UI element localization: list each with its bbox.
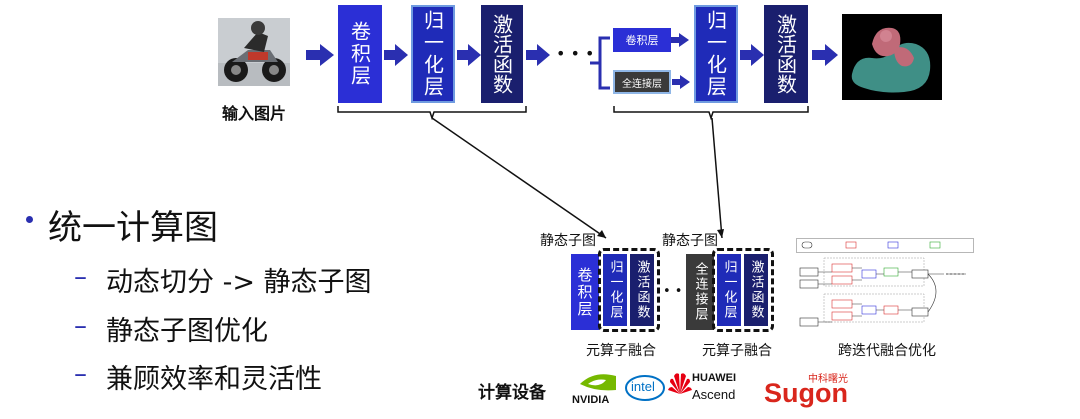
intel-swoosh-icon: [625, 375, 665, 401]
fusion-act-label: 激活函数: [634, 260, 650, 320]
activation-label: 激活函数: [773, 14, 798, 94]
fusion-conv-label: 卷积层: [575, 266, 594, 318]
iteration-flowchart: [796, 238, 974, 336]
fusion-norm-label: 归一化层: [721, 260, 737, 320]
bullet-dot: [26, 216, 33, 223]
conv-layer-label: 卷积层: [347, 21, 372, 87]
arrow-icon: [740, 44, 764, 70]
branch-conv-block: 卷积层: [613, 28, 671, 52]
output-segmentation-image: [842, 14, 942, 100]
activation-block-2: 激活函数: [764, 5, 808, 103]
bullet-item-1: 动态切分 -> 静态子图: [106, 267, 372, 298]
branch-conv-label: 卷积层: [625, 34, 659, 47]
input-image: [218, 18, 290, 86]
norm-layer-label: 归一化层: [420, 10, 445, 98]
branch-fc-block: 全连接层: [613, 70, 671, 94]
sugon-cn-text: 中科曙光: [808, 374, 848, 385]
nvidia-eye-icon: [580, 374, 616, 391]
intel-logo: intel: [624, 372, 666, 404]
branch-bracket: [590, 36, 612, 94]
fusion-fc-label: 全连接层: [692, 262, 708, 322]
fusion-act-block: 激活函数: [630, 254, 654, 326]
sugon-text: Sugon: [764, 378, 848, 408]
huawei-petal-icon: [668, 373, 692, 394]
op-fusion-label-2: 元算子融合: [702, 343, 772, 359]
bullet-item-2: 静态子图优化: [106, 316, 268, 347]
branch-fc-label: 全连接层: [622, 78, 662, 90]
norm-layer-label: 归一化层: [703, 10, 728, 98]
arrow-icon: [671, 32, 689, 51]
nvidia-text: NVIDIA: [572, 394, 610, 406]
segmentation-mask-icon: [851, 27, 931, 93]
conv-layer-block: 卷积层: [338, 5, 382, 103]
fusion-norm-block-2: 归一化层: [717, 254, 741, 326]
arrow-icon: [812, 44, 838, 70]
fusion-group-dashed-1: [598, 248, 660, 332]
norm-layer-block-2: 归一化层: [694, 5, 738, 103]
arrow-icon: [384, 44, 408, 70]
input-image-label: 输入图片: [222, 104, 287, 123]
fusion-group-dashed-2: [712, 248, 774, 332]
sugon-logo: 中科曙光 Sugon: [764, 370, 864, 412]
ellipsis: • • •: [556, 44, 595, 63]
fusion-fc-block: 全连接层: [686, 254, 714, 330]
huawei-logo: HUAWEI Ascend: [668, 370, 758, 410]
flowchart-diagram-icon: [796, 238, 974, 327]
fusion-act-label: 激活函数: [748, 260, 764, 320]
group-brace-right: [612, 104, 810, 124]
devices-label: 计算设备: [478, 383, 546, 403]
activation-label: 激活函数: [489, 14, 514, 94]
static-subgraph-label-1: 静态子图: [540, 233, 596, 249]
sub-dash: –: [74, 359, 87, 389]
arrow-icon: [306, 44, 334, 70]
fusion-conv-block: 卷积层: [571, 254, 599, 330]
arrow-icon: [526, 44, 550, 70]
bullet-item-3: 兼顾效率和灵活性: [106, 364, 322, 395]
norm-layer-block: 归一化层: [411, 5, 455, 103]
iteration-fusion-label: 跨迭代融合优化: [838, 343, 936, 359]
op-fusion-label-1: 元算子融合: [586, 343, 656, 359]
ascend-text: Ascend: [692, 387, 736, 402]
static-subgraph-label-2: 静态子图: [662, 233, 718, 249]
motorcycle-photo-icon: [218, 18, 290, 86]
fusion-act-block-2: 激活函数: [744, 254, 768, 326]
activation-block: 激活函数: [481, 5, 523, 103]
sub-dash: –: [74, 311, 87, 341]
arrow-icon: [672, 74, 690, 93]
huawei-text: HUAWEI: [692, 372, 736, 384]
sub-dash: –: [74, 262, 87, 292]
fusion-norm-label: 归一化层: [607, 260, 623, 320]
arrow-icon: [457, 44, 481, 70]
intel-text: intel: [631, 379, 655, 394]
nvidia-logo: NVIDIA: [572, 370, 622, 410]
bullet-main-title: 统一计算图: [48, 208, 218, 248]
fusion-norm-block: 归一化层: [603, 254, 627, 326]
